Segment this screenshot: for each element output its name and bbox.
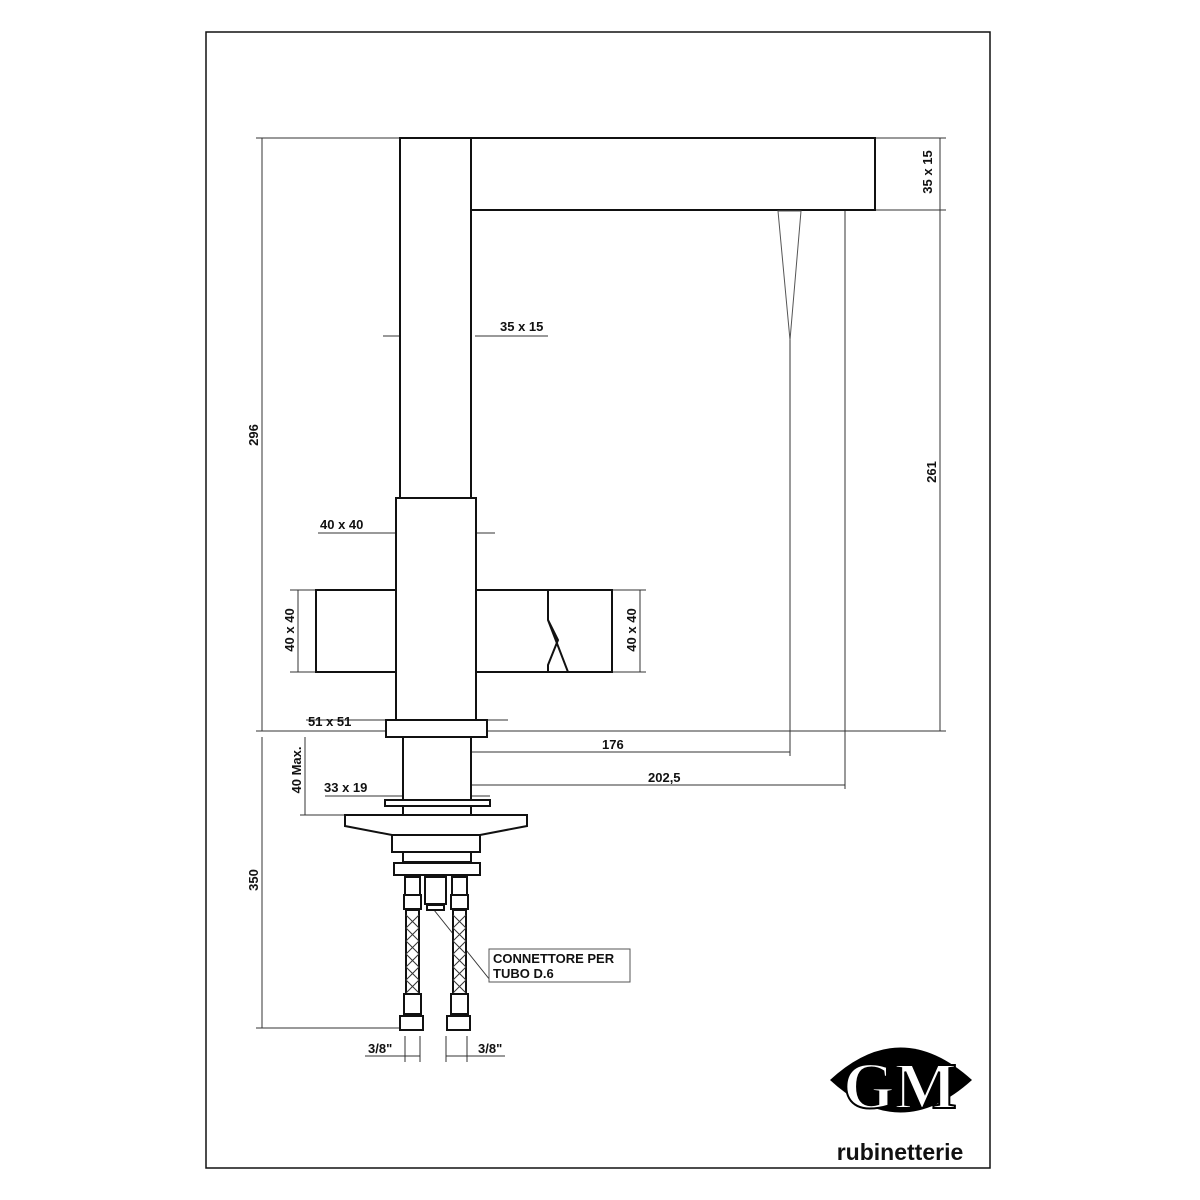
dim-hose-left: 3/8" — [368, 1041, 392, 1056]
dim-spout-right: 35 x 15 — [920, 150, 935, 193]
mounting-plate — [344, 814, 528, 836]
right-handle — [475, 589, 613, 673]
dim-right-handle: 40 x 40 — [624, 608, 639, 651]
bottom-block — [393, 862, 481, 876]
faucet-column — [399, 137, 472, 499]
dim-total-height: 296 — [246, 424, 261, 446]
water-stream — [777, 210, 802, 341]
dim-spout-height: 261 — [924, 461, 939, 483]
faucet-spout — [470, 137, 876, 211]
dim-shank: 33 x 19 — [324, 780, 367, 795]
drawing-frame — [205, 31, 991, 1169]
svg-text:TUBO D.6: TUBO D.6 — [493, 966, 554, 981]
dim-left-handle: 40 x 40 — [282, 608, 297, 651]
dim-reach-176: 176 — [602, 737, 624, 752]
tube-connector — [424, 876, 447, 905]
svg-text:CONNETTORE PER: CONNETTORE PER — [493, 951, 615, 966]
left-handle — [315, 589, 397, 673]
dim-hose-length: 350 — [246, 869, 261, 891]
faucet — [315, 137, 876, 1031]
dim-base: 51 x 51 — [308, 714, 351, 729]
dim-deck: 40 Max. — [289, 747, 304, 794]
dim-body: 40 x 40 — [320, 517, 363, 532]
dim-reach-2025: 202,5 — [648, 770, 681, 785]
gm-logo: GM rubinetterie — [830, 1047, 972, 1165]
faucet-body — [395, 497, 477, 721]
mounting-nut — [391, 834, 481, 853]
logo-mark: GM — [843, 1050, 957, 1123]
base-plate — [385, 719, 488, 738]
dim-spout: 35 x 15 — [500, 319, 543, 334]
hose-right — [446, 876, 471, 1031]
washer — [384, 799, 491, 807]
logo-brand: rubinetterie — [837, 1139, 964, 1165]
handle-notch — [547, 590, 569, 673]
hose-left — [399, 876, 424, 1031]
connector-callout: CONNETTORE PER TUBO D.6 — [488, 948, 631, 983]
dim-hose-right: 3/8" — [478, 1041, 502, 1056]
